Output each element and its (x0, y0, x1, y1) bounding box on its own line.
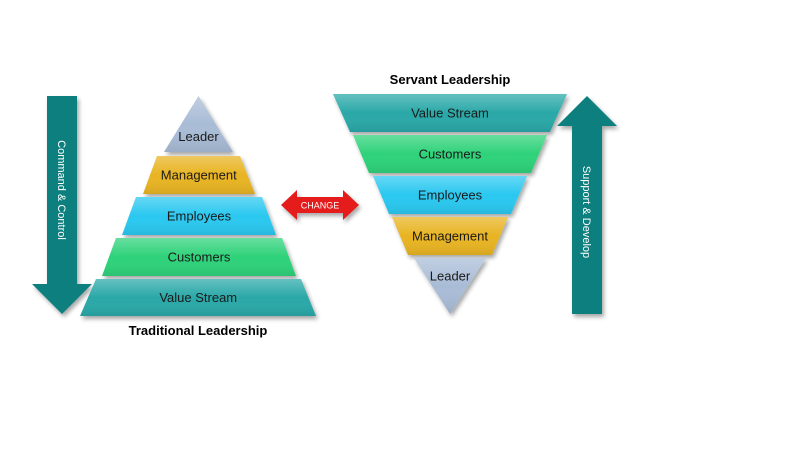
traditional-tier-employees-shine (122, 197, 276, 235)
support-develop-arrow-label: Support & Develop (580, 166, 592, 258)
servant-tier-management-shine (392, 217, 508, 255)
support-develop-arrow-shape (557, 96, 617, 314)
traditional-pyramid: LeaderManagementEmployeesCustomersValue … (80, 96, 316, 316)
traditional-tier-label-employees: Employees (167, 209, 232, 224)
servant-leadership-caption: Servant Leadership (390, 72, 511, 87)
command-control-arrow: Command & Control (32, 96, 92, 314)
change-arrow-shape (281, 190, 359, 220)
traditional-tier-leader-shine (164, 96, 233, 152)
servant-tier-value-stream-shine (333, 94, 567, 132)
command-control-arrow-shape (32, 96, 92, 314)
traditional-tier-customers-shine (102, 238, 296, 276)
traditional-tier-management-shine (143, 156, 255, 194)
servant-tier-leader-shine (414, 258, 486, 314)
servant-tier-label-management: Management (412, 229, 488, 244)
traditional-tier-value-stream-shine (80, 279, 316, 316)
traditional-tier-label-value-stream: Value Stream (159, 290, 237, 305)
traditional-tier-label-management: Management (161, 168, 237, 183)
traditional-tier-label-leader: Leader (178, 129, 219, 144)
servant-tier-label-leader: Leader (430, 268, 471, 283)
change-double-arrow: CHANGE (281, 190, 359, 220)
servant-tier-label-customers: Customers (419, 147, 482, 162)
servant-tier-customers-shine (353, 135, 547, 173)
servant-pyramid: Value StreamCustomersEmployeesManagement… (333, 94, 567, 314)
change-label: CHANGE (301, 201, 340, 211)
traditional-tier-label-customers: Customers (168, 250, 231, 265)
servant-tier-label-value-stream: Value Stream (411, 106, 489, 121)
servant-tier-label-employees: Employees (418, 188, 483, 203)
servant-tier-employees-shine (373, 176, 527, 214)
support-develop-arrow: Support & Develop (557, 96, 617, 314)
command-control-arrow-label: Command & Control (55, 140, 67, 240)
traditional-leadership-caption: Traditional Leadership (129, 323, 268, 338)
